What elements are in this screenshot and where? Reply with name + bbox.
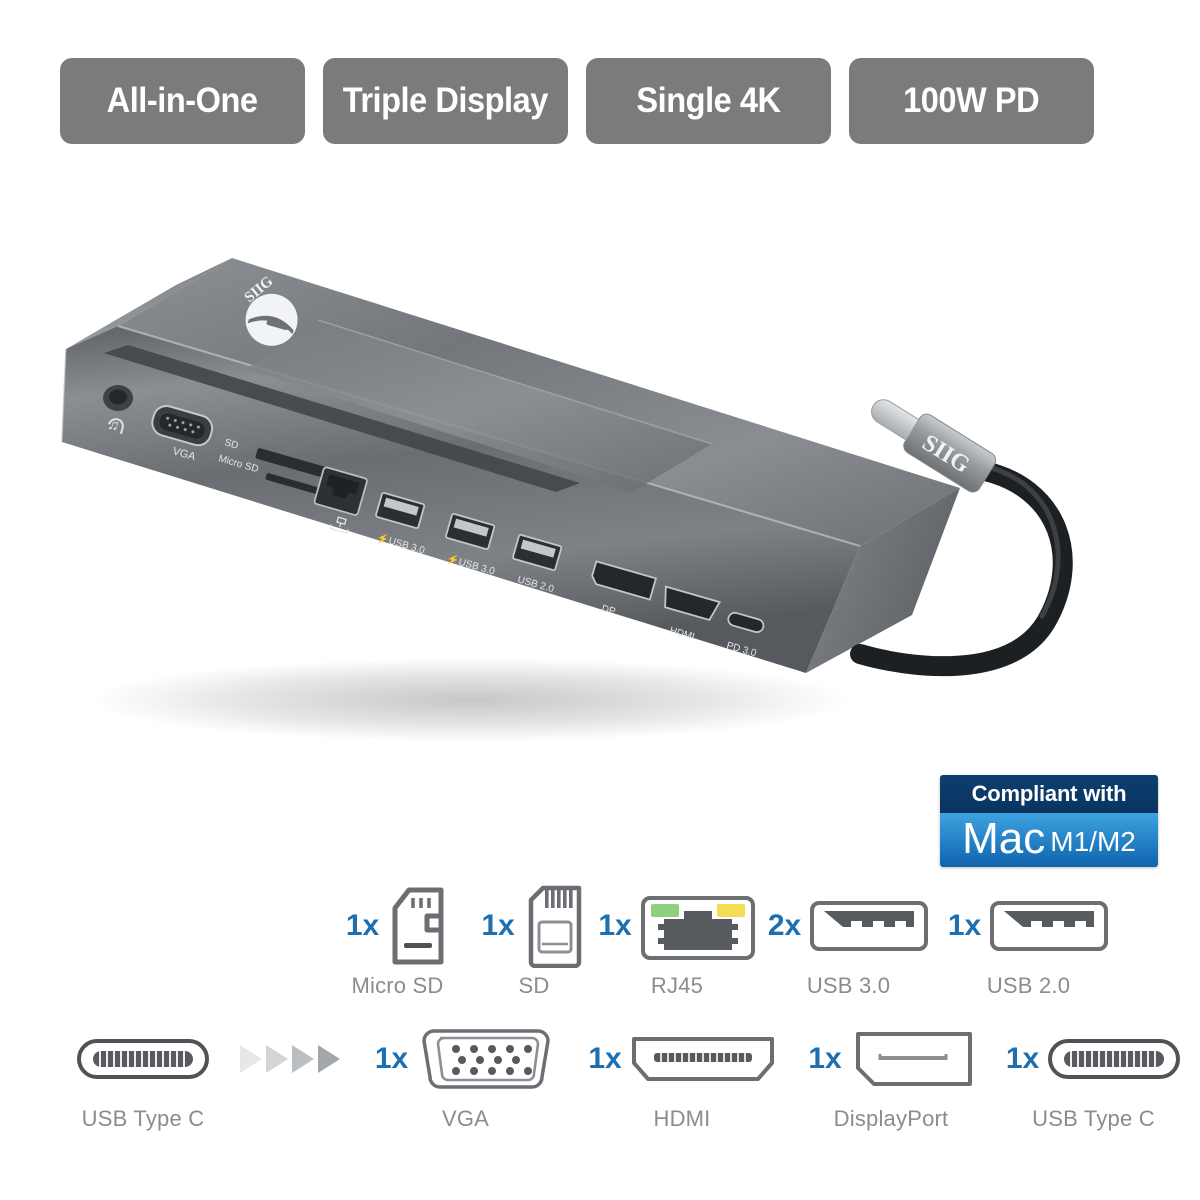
- dock-lid-panel-edge: [317, 319, 713, 445]
- legend-item-usb20: 1x USB 2.0: [941, 885, 1116, 999]
- rj45-led-green: [650, 904, 679, 917]
- dock-edge-highlight-2: [61, 348, 67, 443]
- port-label-sd: SD: [223, 437, 239, 451]
- legend-qty-micro-sd: 1x: [345, 909, 380, 942]
- feature-badge-label: Single 4K: [636, 81, 781, 120]
- port-icon-ethernet: [329, 516, 350, 534]
- feature-badge-triple-display: Triple Display: [323, 58, 568, 144]
- legend-item-hdmi: 1x HDMI: [573, 1018, 791, 1132]
- port-sd-slot: [255, 448, 329, 478]
- legend-qty-rj45: 1x: [598, 909, 632, 942]
- chevron-right-arrows-icon: [240, 1045, 340, 1073]
- vga-icon: [422, 1029, 550, 1089]
- feature-badge-label: All-in-One: [107, 81, 258, 120]
- port-usb2: [512, 534, 563, 572]
- port-legend-row-top: 1x Micro SD 1x SD: [325, 885, 1116, 999]
- legend-label-usb-c-out: USB Type C: [1032, 1106, 1155, 1131]
- port-legend-row-bottom: USB Type C 1x: [48, 1018, 1196, 1132]
- hdmi-icon: [631, 1037, 774, 1081]
- feature-badge-100w-pd: 100W PD: [849, 58, 1094, 144]
- dock-right-end: [806, 488, 960, 673]
- sd-card-icon: [528, 885, 581, 968]
- flow-arrows: [238, 1018, 358, 1100]
- mac-compliance-badge: Compliant with Mac M1/M2: [940, 775, 1158, 867]
- port-usb3-2: [445, 513, 496, 551]
- legend-item-vga: 1x VGA: [358, 1018, 573, 1132]
- port-label-dp: DP: [600, 603, 617, 617]
- usb-c-icon: [1048, 1039, 1181, 1079]
- mac-badge-mac-text: Mac: [962, 814, 1046, 863]
- port-icon-headphone: ♫: [106, 416, 122, 435]
- legend-label-rj45: RJ45: [650, 973, 704, 998]
- mac-badge-model-text: M1/M2: [1050, 826, 1136, 857]
- dock-lid-panel: [246, 320, 712, 492]
- usb-a-icon: [990, 901, 1109, 951]
- legend-item-host-usb-c: USB Type C: [48, 1018, 238, 1132]
- legend-qty-hdmi: 1x: [588, 1042, 622, 1075]
- legend-item-usb-c-out: 1x USB Type C: [991, 1018, 1196, 1132]
- rj45-led-yellow: [716, 904, 745, 917]
- port-vga: [151, 404, 214, 447]
- port-pd: [727, 611, 765, 634]
- usb-a-icon: [810, 901, 929, 951]
- feature-badge-bar: All-in-One Triple Display Single 4K 100W…: [60, 58, 1094, 144]
- legend-qty-usb-c-out: 1x: [1005, 1042, 1040, 1075]
- legend-label-vga: VGA: [441, 1106, 490, 1131]
- dock-left-end: [66, 258, 232, 349]
- legend-label-host-usb-c: USB Type C: [81, 1106, 205, 1131]
- port-microsd-slot: [265, 473, 321, 495]
- legend-item-displayport: 1x DisplayPort: [791, 1018, 991, 1132]
- mac-badge-compliant-text: Compliant with: [971, 781, 1127, 806]
- usb-c-icon: [77, 1039, 209, 1079]
- feature-badge-label: 100W PD: [903, 81, 1040, 120]
- dock-rubber-strip: [104, 345, 580, 492]
- headphone-glyph: [108, 418, 124, 435]
- legend-label-usb20: USB 2.0: [986, 973, 1071, 998]
- legend-item-rj45: 1x RJ45: [598, 885, 756, 999]
- port-audio-jack: [103, 385, 133, 411]
- legend-label-usb30: USB 3.0: [806, 973, 891, 998]
- legend-label-micro-sd: Micro SD: [351, 973, 444, 998]
- microsd-icon: [392, 887, 444, 965]
- displayport-icon: [855, 1032, 972, 1086]
- usb-c-cable-highlight: [981, 463, 1061, 619]
- port-hdmi: [664, 585, 722, 622]
- legend-qty-sd: 1x: [481, 909, 515, 942]
- feature-badge-all-in-one: All-in-One: [60, 58, 305, 144]
- dock-front-face: [62, 326, 860, 673]
- port-rj45: [313, 466, 368, 516]
- mac-badge-bottom-bar: Mac M1/M2: [940, 813, 1158, 867]
- feature-badge-single-4k: Single 4K: [586, 58, 831, 144]
- product-shadow: [90, 658, 850, 742]
- legend-label-displayport: DisplayPort: [833, 1106, 949, 1131]
- legend-label-hdmi: HDMI: [653, 1106, 711, 1131]
- legend-qty-displayport: 1x: [808, 1042, 842, 1075]
- legend-qty-usb20: 1x: [947, 909, 982, 942]
- rj45-icon: [640, 896, 755, 960]
- legend-qty-vga: 1x: [374, 1042, 409, 1075]
- product-photo: SIIG ♫ VGA SD Micro SD: [0, 230, 1200, 770]
- port-usb3-1: [375, 492, 426, 530]
- legend-item-micro-sd: 1x Micro SD: [325, 885, 470, 999]
- legend-item-sd: 1x SD: [470, 885, 598, 999]
- feature-badge-label: Triple Display: [342, 81, 549, 120]
- legend-qty-usb30: 2x: [767, 909, 802, 942]
- port-dp: [591, 560, 658, 601]
- mac-badge-top-bar: Compliant with: [940, 775, 1158, 813]
- legend-label-sd: SD: [518, 973, 550, 998]
- legend-item-usb30: 2x USB 3.0: [756, 885, 941, 999]
